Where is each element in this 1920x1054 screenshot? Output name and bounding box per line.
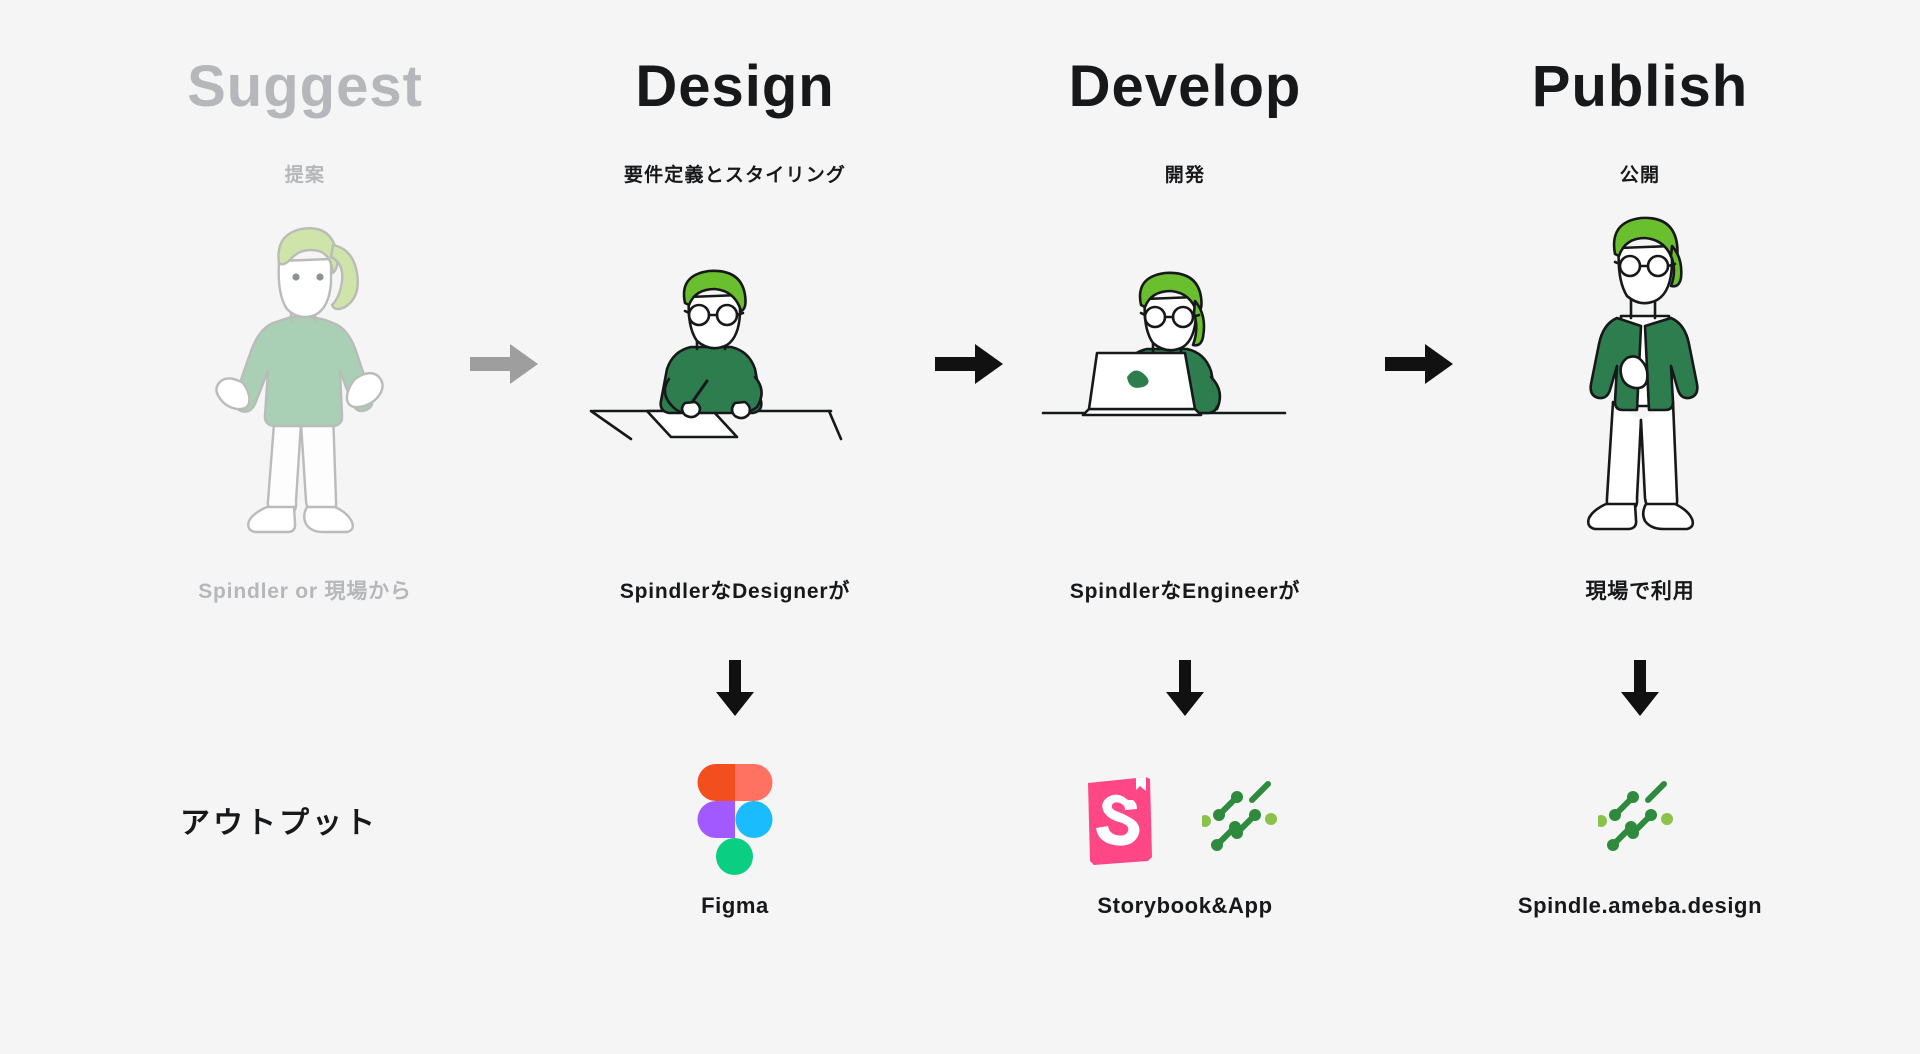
spindle-logo [1598,781,1673,851]
stage-subtitle-design: 要件定義とスタイリング [623,165,847,186]
output-logos-develop [995,760,1375,880]
stage-actor-design: SpindlerなDesignerが [619,580,851,603]
storybook-logo [1088,777,1152,865]
arrow-develop-to-publish [1385,340,1455,388]
stage-column-publish: Publish 公開 [1450,0,1830,1054]
stage-column-suggest: Suggest 提案 [115,0,495,1054]
spindle-logo [1202,781,1277,851]
stage-actor-suggest: Spindler or 現場から [198,580,412,603]
down-arrow-design [545,660,925,718]
stage-title-design: Design [635,54,835,119]
output-logos-design [545,760,925,880]
output-label-design: Figma [701,893,769,918]
output-label-publish: Spindle.ameba.design [1517,893,1763,918]
stage-subtitle-suggest: 提案 [284,165,326,186]
stage-actor-develop: SpindlerなEngineerが [1069,580,1301,603]
output-logos-publish [1450,760,1830,880]
down-arrow-develop [995,660,1375,718]
arrow-suggest-to-design [470,340,540,388]
stage-title-develop: Develop [1068,54,1302,119]
stage-actor-publish: 現場で利用 [1585,580,1695,603]
illustration-person-coding-on-laptop [995,196,1375,556]
stage-subtitle-develop: 開発 [1164,165,1206,186]
stage-column-develop: Develop 開発 [995,0,1375,1054]
stage-title-publish: Publish [1531,54,1749,119]
down-arrow-publish [1450,660,1830,718]
stage-column-design: Design 要件定義とスタイリング [545,0,925,1054]
stage-title-suggest: Suggest [187,54,423,119]
stage-subtitle-publish: 公開 [1619,165,1661,186]
arrow-design-to-develop [935,340,1005,388]
output-row-label: アウトプット [180,807,378,840]
figma-logo [697,764,773,875]
output-label-develop: Storybook&App [1097,893,1273,918]
illustration-person-standing-with-phone [1450,196,1830,556]
illustration-person-shrugging [115,196,495,556]
illustration-person-sketching-at-desk [545,196,925,556]
